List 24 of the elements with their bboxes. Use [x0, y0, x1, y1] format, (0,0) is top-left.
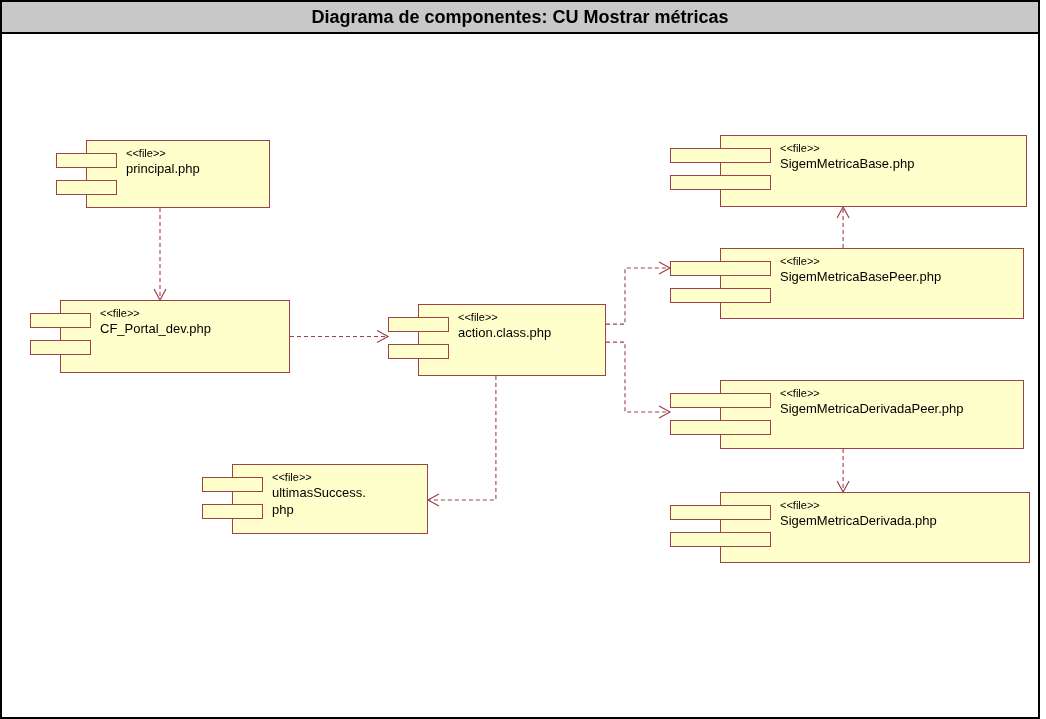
component-name: SigemMetricaBasePeer.php — [780, 268, 943, 285]
stereotype-label: <<file>> — [780, 498, 821, 512]
dependency-arrow — [836, 448, 850, 493]
diagram-title: Diagrama de componentes: CU Mostrar métricas — [311, 5, 729, 29]
component-name: SigemMetricaBase.php — [780, 155, 916, 172]
dependency-arrow — [289, 329, 389, 344]
stereotype-label: <<file>> — [100, 306, 141, 320]
dependency-arrow — [605, 341, 671, 419]
component-name: action.class.php — [458, 324, 553, 341]
component-name: SigemMetricaDerivadaPeer.php — [780, 400, 965, 417]
stereotype-label: <<file>> — [126, 146, 167, 160]
dependency-arrow — [153, 207, 167, 301]
dependency-arrow — [605, 261, 671, 325]
component-name: CF_Portal_dev.php — [100, 320, 213, 337]
stereotype-label: <<file>> — [272, 470, 313, 484]
stereotype-label: <<file>> — [780, 386, 821, 400]
component-name: principal.php — [126, 160, 201, 177]
stereotype-label: <<file>> — [780, 254, 821, 268]
dependency-arrow — [836, 206, 850, 249]
component-name: ultimasSuccess.php — [272, 484, 367, 518]
component-name: SigemMetricaDerivada.php — [780, 512, 938, 529]
stereotype-label: <<file>> — [458, 310, 499, 324]
dependency-arrow — [427, 375, 497, 507]
stereotype-label: <<file>> — [780, 141, 821, 155]
